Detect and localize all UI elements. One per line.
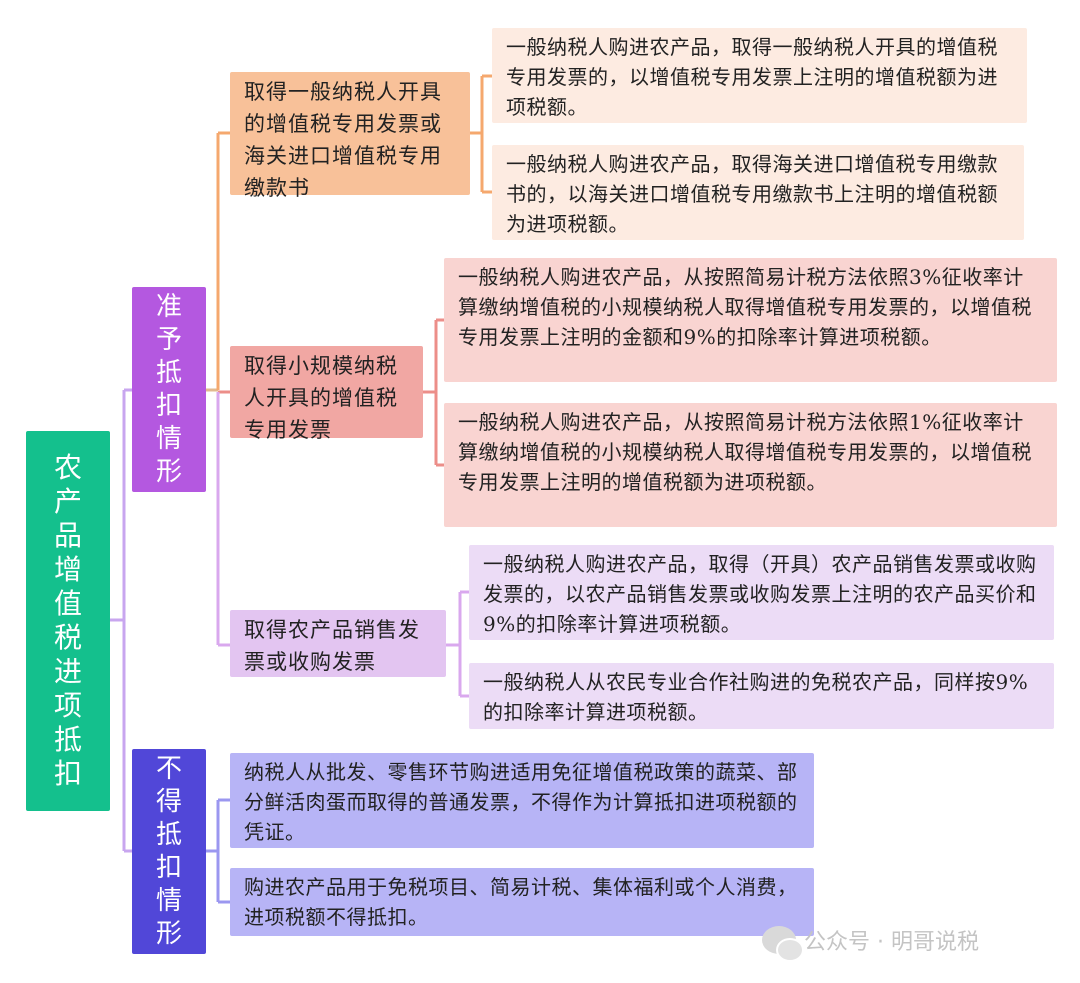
category-allowed-label: 准予抵扣情形 (156, 291, 183, 487)
wechat-icon (762, 926, 804, 962)
branch-sales-purchase-invoice: 取得农产品销售发票或收购发票 (230, 610, 446, 677)
leaf-small-scale-1pct-rule: 一般纳税人购进农产品，从按照简易计税方法依照1%征收率计算缴纳增值税的小规模纳税… (444, 403, 1057, 527)
leaf-exempt-use-rule: 购进农产品用于免税项目、简易计税、集体福利或个人消费，进项税额不得抵扣。 (230, 868, 814, 936)
category-disallowed-label: 不得抵扣情形 (156, 753, 183, 949)
watermark-text: 公众号 · 明哥说税 (804, 930, 979, 955)
category-disallowed: 不得抵扣情形 (132, 749, 206, 954)
leaf-wholesale-retail-rule: 纳税人从批发、零售环节购进适用免征增值税政策的蔬菜、部分鲜活肉蛋而取得的普通发票… (230, 753, 814, 848)
branch-general-taxpayer-invoice: 取得一般纳税人开具的增值税专用发票或海关进口增值税专用缴款书 (230, 72, 470, 200)
category-allowed: 准予抵扣情形 (132, 287, 206, 492)
root-node: 农产品增值税进项抵扣 (26, 431, 110, 811)
watermark: 公众号 · 明哥说税 (762, 920, 1062, 962)
root-label: 农产品增值税进项抵扣 (54, 451, 83, 790)
leaf-small-scale-3pct-rule: 一般纳税人购进农产品，从按照简易计税方法依照3%征收率计算缴纳增值税的小规模纳税… (444, 258, 1057, 382)
leaf-cooperative-rule: 一般纳税人从农民专业合作社购进的免税农产品，同样按9%的扣除率计算进项税额。 (469, 663, 1054, 729)
leaf-sales-invoice-rule: 一般纳税人购进农产品，取得（开具）农产品销售发票或收购发票的，以农产品销售发票或… (469, 545, 1054, 640)
leaf-customs-payment-rule: 一般纳税人购进农产品，取得海关进口增值税专用缴款书的，以海关进口增值税专用缴款书… (492, 145, 1024, 240)
leaf-special-invoice-rule: 一般纳税人购进农产品，取得一般纳税人开具的增值税专用发票的，以增值税专用发票上注… (492, 28, 1027, 123)
branch-small-scale-invoice: 取得小规模纳税人开具的增值税专用发票 (230, 346, 423, 442)
